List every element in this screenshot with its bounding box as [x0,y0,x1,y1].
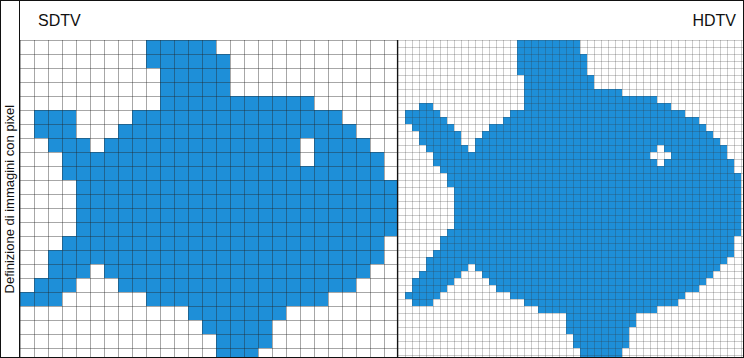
sdtv-pixels [20,40,397,358]
sdtv-grid [20,40,397,358]
axis-label: Definizione di immagini con pixel [3,105,17,294]
hdtv-grid [398,40,744,358]
panel-title: SDTV [38,12,81,30]
panel-divider [397,40,398,358]
panel-border [19,0,20,358]
panel-title: HDTV [692,12,736,30]
